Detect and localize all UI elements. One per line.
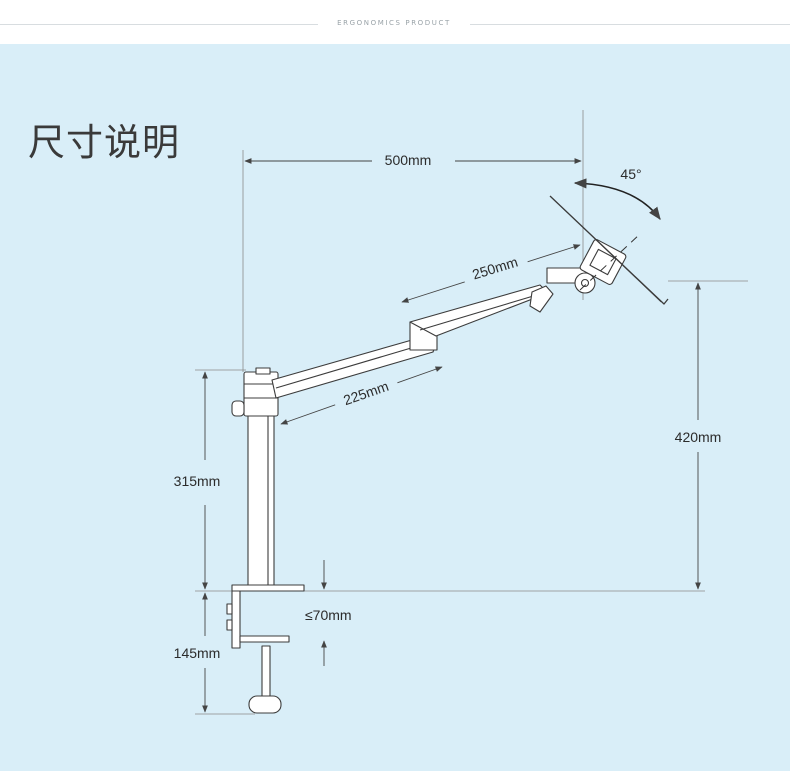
clamp-body — [231, 590, 241, 649]
header: ERGONOMICS PRODUCT — [0, 0, 790, 44]
dim-reach-label: 500mm — [385, 152, 432, 168]
clamp-screw — [261, 645, 271, 699]
clamp-knob — [248, 695, 282, 714]
pole — [247, 415, 275, 586]
dim-tilt-label: 45° — [620, 166, 641, 182]
dim-pole-height-label: 315mm — [174, 473, 221, 489]
dim-lower-arm-label: 225mm — [341, 378, 390, 408]
dim-reach: 500mm — [244, 152, 582, 168]
page-title: 尺寸说明 — [28, 121, 180, 164]
tray-bracket — [579, 239, 627, 285]
arm-tip — [529, 285, 554, 313]
lock-knob — [231, 400, 245, 417]
dim-tilt: 45° — [573, 166, 661, 221]
mount-arm-drawing — [226, 195, 669, 714]
header-tagline: ERGONOMICS PRODUCT — [337, 19, 451, 27]
header-divider-right — [470, 24, 790, 25]
pole-collar — [243, 371, 279, 417]
dim-clamp-height-label: 145mm — [174, 645, 221, 661]
dim-tilt-arc — [573, 178, 661, 221]
dim-clamp-height: 145mm — [174, 592, 221, 713]
clamp-top-plate — [231, 584, 305, 592]
clamp-lower-plate — [239, 635, 290, 643]
dim-tray-height-label: 420mm — [675, 429, 722, 445]
header-divider-left — [0, 24, 318, 25]
dim-tray-height: 420mm — [675, 282, 722, 590]
dim-pole-height: 315mm — [174, 371, 221, 590]
dim-clamp-depth-label: ≤70mm — [305, 607, 352, 623]
dim-clamp-depth: ≤70mm — [305, 560, 352, 666]
